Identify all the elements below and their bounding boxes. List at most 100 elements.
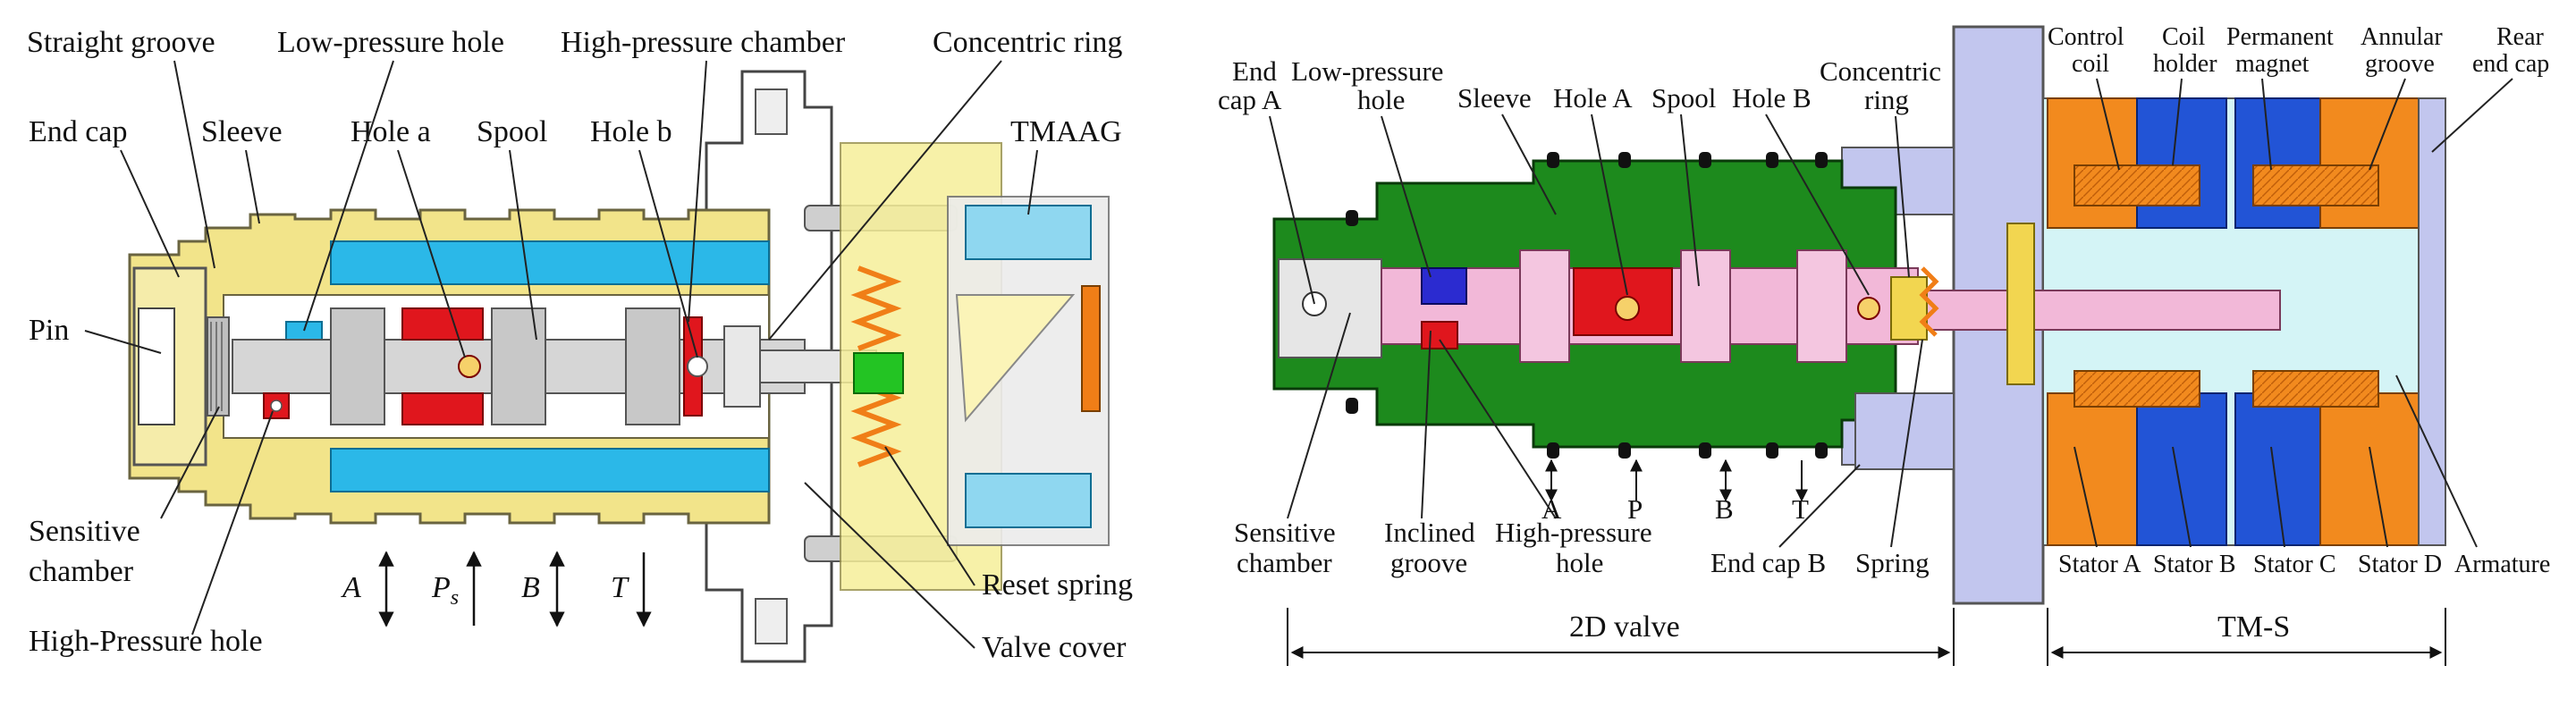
tmaag-cyan-bottom (965, 473, 1092, 528)
label-end-cap-b: End cap B (1710, 547, 1826, 578)
hole-a-region-top (401, 307, 484, 341)
stator-a-top (2047, 97, 2138, 229)
left-ports: A Ps B T (341, 551, 652, 627)
oil-channel-top (330, 240, 770, 285)
label-end-cap: End cap (29, 115, 127, 148)
left-labels: Straight groove Low-pressure hole High-p… (27, 26, 1133, 664)
right-spans: 2D valve TM-S (1287, 608, 2446, 666)
label-permanent-magnet-line2: magnet (2235, 50, 2310, 78)
left-valve-drawing (128, 70, 1110, 663)
label-straight-groove: Straight groove (27, 26, 215, 59)
label-end-cap-a-line2: cap A (1218, 84, 1282, 115)
span-tm-s-label: TM-S (2217, 610, 2290, 644)
straight-groove (207, 316, 230, 417)
span-2d-valve-label: 2D valve (1569, 610, 1680, 644)
label-sensitive-chamber-r-line1: Sensitive (1234, 517, 1336, 548)
spring-seat (853, 352, 904, 394)
stator-d-bottom (2319, 392, 2424, 546)
label-high-pressure-hole-r-line1: High-pressure (1495, 517, 1652, 548)
stator-a-bottom (2047, 392, 2138, 546)
control-coil-2 (2252, 164, 2379, 206)
spool-land-r3 (1796, 249, 1847, 363)
label-tmaag: TMAAG (1010, 115, 1122, 148)
port-t-r-label: T (1792, 493, 1809, 525)
concentric-ring (723, 325, 761, 408)
armature-plate (2006, 223, 2035, 385)
o-rings (1346, 152, 1828, 459)
right-valve-drawing (1272, 25, 2446, 605)
stator-b-top (2136, 97, 2227, 229)
right-ports: A P B T (1541, 459, 1809, 525)
label-high-pressure-chamber: High-pressure chamber (561, 26, 846, 59)
label-hole-a: Hole a (351, 115, 431, 148)
label-low-pressure-hole-line2: hole (1357, 84, 1405, 115)
label-low-pressure-hole-line1: Low-pressure (1291, 55, 1443, 87)
label-valve-cover: Valve cover (982, 631, 1127, 664)
label-annular-groove-line1: Annular (2361, 23, 2443, 51)
pin (138, 307, 175, 425)
control-coil (2073, 164, 2200, 206)
label-armature: Armature (2454, 551, 2550, 578)
label-rear-end-cap-line2: end cap (2472, 50, 2549, 78)
label-hole-b: Hole b (590, 115, 672, 148)
port-b-r-label: B (1715, 493, 1734, 525)
control-coil-bottom-2 (2252, 370, 2379, 408)
label-concentric-ring-line2: ring (1864, 84, 1909, 115)
label-concentric-ring-line1: Concentric (1820, 55, 1941, 87)
valve-cover-detail (755, 88, 788, 644)
armature-shaft (1921, 290, 2281, 331)
hole-b (687, 356, 708, 377)
hole-b-r (1857, 297, 1880, 320)
label-control-coil-line2: coil (2072, 50, 2109, 78)
label-sensitive-chamber-line1: Sensitive (29, 515, 140, 548)
tmaag-cone (955, 294, 1076, 423)
concentric-ring-r (1890, 276, 1928, 341)
spool-land-2 (491, 307, 546, 425)
label-sleeve: Sleeve (201, 115, 283, 148)
label-stator-b: Stator B (2153, 551, 2236, 578)
port-a-label: A (341, 571, 361, 604)
label-end-cap-a-line1: End (1232, 55, 1277, 87)
tmaag-orange-cap (1081, 285, 1101, 412)
port-ps-label: Ps (431, 571, 459, 610)
label-reset-spring: Reset spring (982, 568, 1133, 602)
label-sleeve-r: Sleeve (1457, 82, 1532, 114)
spool-land-3 (625, 307, 680, 425)
label-spool: Spool (477, 115, 547, 148)
label-high-pressure-hole: High-Pressure hole (29, 625, 263, 658)
high-pressure-hole-r (1421, 321, 1458, 349)
hole-a-region-bottom (401, 392, 484, 425)
label-rear-end-cap-line1: Rear (2496, 23, 2545, 51)
label-stator-c: Stator C (2253, 551, 2336, 578)
spool-land-r1 (1519, 249, 1570, 363)
label-stator-a: Stator A (2058, 551, 2141, 578)
label-inclined-groove-line1: Inclined (1384, 517, 1475, 548)
label-spool-r: Spool (1651, 82, 1716, 114)
label-inclined-groove-line2: groove (1390, 547, 1467, 578)
label-sensitive-chamber-r-line2: chamber (1237, 547, 1332, 578)
label-high-pressure-hole-r-line2: hole (1556, 547, 1603, 578)
hole-a-r (1615, 296, 1640, 321)
end-cap-a (1278, 258, 1382, 358)
label-sensitive-chamber-line2: chamber (29, 555, 134, 588)
label-permanent-magnet-line1: Permanent (2226, 23, 2334, 51)
label-hole-a-r: Hole A (1553, 82, 1633, 114)
label-stator-d: Stator D (2358, 551, 2442, 578)
rear-end-cap (2418, 97, 2446, 546)
hole-a (458, 355, 481, 378)
stator-c-bottom (2234, 392, 2321, 546)
low-pressure-hole-r (1421, 267, 1467, 305)
spring-r (1919, 266, 1939, 337)
label-concentric-ring: Concentric ring (933, 26, 1122, 59)
spool-land-r2 (1680, 249, 1731, 363)
stator-c-top (2234, 97, 2321, 229)
port-a-r-label: A (1541, 493, 1562, 525)
label-hole-b-r: Hole B (1732, 82, 1812, 114)
right-labels: End cap A Low-pressure hole Sleeve Hole … (1218, 23, 2550, 578)
label-coil-holder-line2: holder (2153, 50, 2217, 78)
label-pin: Pin (29, 314, 69, 347)
oil-channel-bottom (330, 448, 770, 492)
label-spring-r: Spring (1855, 547, 1930, 578)
label-control-coil-line1: Control (2048, 23, 2124, 51)
